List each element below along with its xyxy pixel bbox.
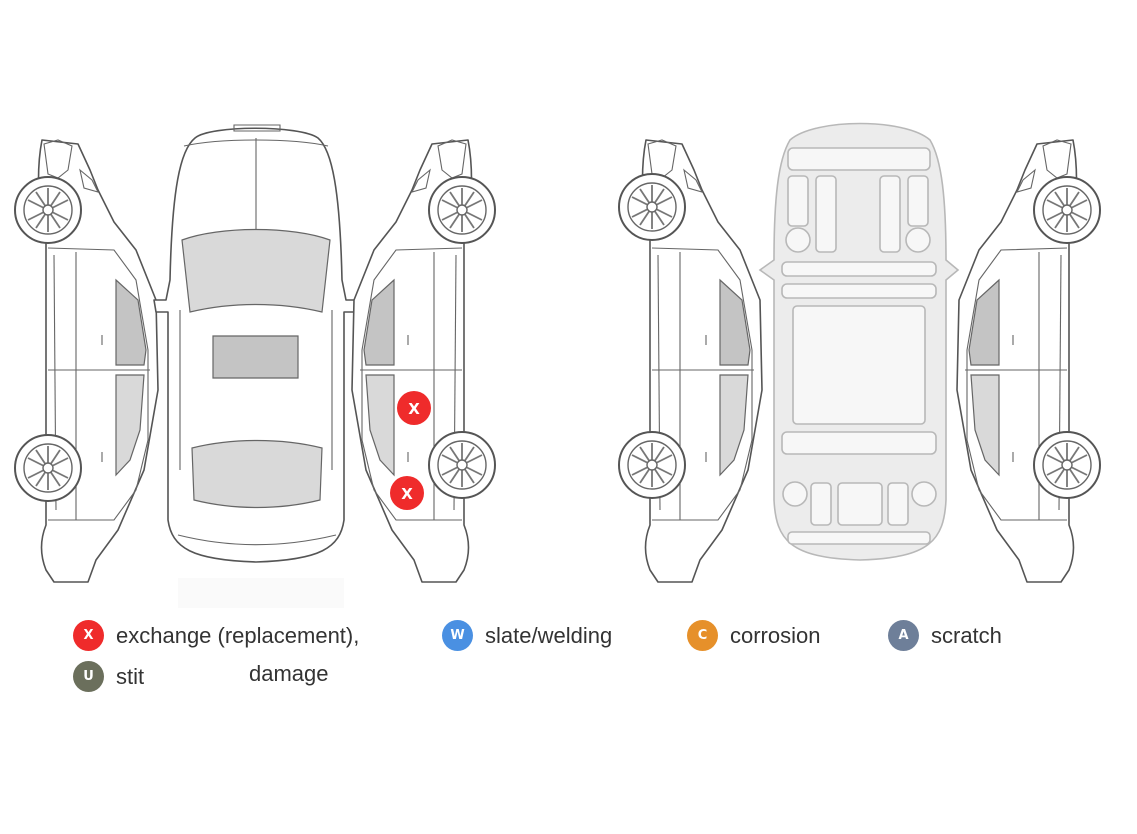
car-top-view <box>153 124 359 608</box>
svg-text:X: X <box>401 485 413 503</box>
car-right-side-view <box>351 139 496 583</box>
damage-marker-1[interactable]: X <box>397 391 431 425</box>
car-right-side-view-2 <box>956 139 1101 583</box>
damage-marker-2[interactable]: X <box>390 476 424 510</box>
car-left-side-view-2 <box>618 139 763 583</box>
svg-text:X: X <box>408 400 420 418</box>
car-underbody-view <box>758 122 960 561</box>
car-left-side-view <box>14 139 159 583</box>
